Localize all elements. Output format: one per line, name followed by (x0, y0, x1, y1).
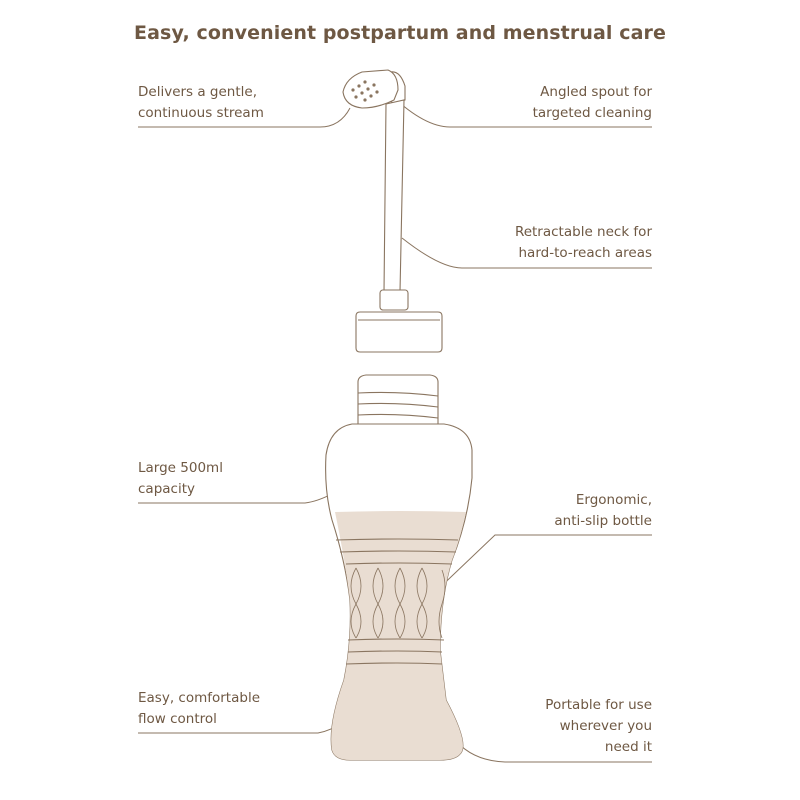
spout-neck (383, 99, 405, 293)
callout-retractable-neck: Retractable neck for hard-to-reach areas (514, 224, 652, 261)
leader-line-ergonomic (431, 534, 652, 596)
neck-collar (379, 289, 409, 311)
callout-angled-spout: Angled spout for targeted cleaning (532, 84, 652, 121)
bottle-thread-neck (357, 374, 439, 425)
page-title: Easy, convenient postpartum and menstrua… (134, 22, 666, 44)
leader-line-retractable-neck (401, 237, 652, 269)
bottle-cap (355, 311, 443, 353)
leader-line-gentle-stream (138, 107, 351, 128)
spout-nozzle (342, 69, 406, 109)
callout-gentle-stream: Delivers a gentle, continuous stream (138, 84, 264, 121)
anti-slip-grip (335, 538, 459, 665)
callout-ergonomic: Ergonomic, anti-slip bottle (554, 492, 652, 529)
callout-portable: Portable for use wherever you need it (545, 697, 652, 755)
callout-capacity: Large 500ml capacity (138, 460, 223, 497)
nozzle-holes-icon (351, 80, 379, 102)
callout-flow-control: Easy, comfortable flow control (138, 690, 260, 727)
